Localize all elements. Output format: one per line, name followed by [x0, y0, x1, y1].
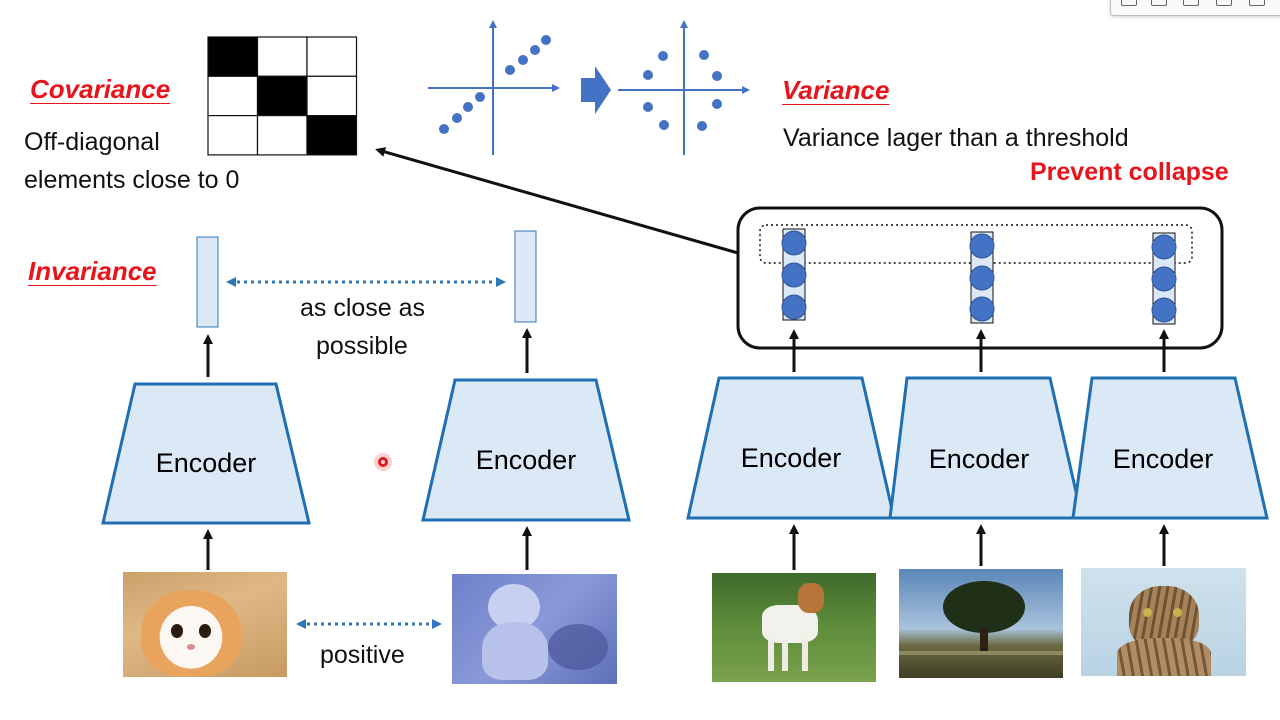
toolbar-icon-2[interactable]	[1151, 0, 1167, 6]
cat-orange-image	[123, 572, 287, 677]
scatter-decorrelated	[618, 20, 750, 155]
embedding-to-matrix-arrow	[375, 147, 739, 255]
encoder-middle: Encoder	[421, 378, 631, 522]
matrix-cell	[306, 75, 358, 117]
toolbar-icon-4[interactable]	[1216, 0, 1232, 6]
scatter-correlated	[428, 20, 560, 155]
variance-title: Variance	[782, 75, 890, 105]
close-label-1: as close as	[300, 294, 426, 322]
close-label-2: possible	[316, 332, 408, 360]
feature-dim-highlight	[759, 224, 1193, 264]
covariance-desc-2: elements close to 0	[24, 166, 240, 194]
scatter1-point	[439, 124, 449, 134]
embedding-column-3	[1151, 232, 1177, 325]
encoder-right-1: Encoder	[686, 376, 896, 520]
dog-image	[712, 573, 876, 682]
encoder-right1-label: Encoder	[741, 443, 842, 473]
embedding-batch-box	[736, 206, 1224, 350]
embedding-column-2	[969, 231, 995, 324]
toolbar-icon-5[interactable]	[1249, 0, 1265, 6]
matrix-cell	[256, 36, 308, 77]
encoder-left: Encoder	[101, 382, 311, 525]
scatter1-point	[475, 92, 485, 102]
scatter1-point	[452, 113, 462, 123]
encoder-right3-label: Encoder	[1113, 444, 1214, 474]
encoder-right-3: Encoder	[1071, 376, 1269, 520]
scatter2-point	[712, 99, 722, 109]
encoder-right2-label: Encoder	[929, 444, 1030, 474]
window-toolbar[interactable]	[1110, 0, 1280, 16]
matrix-cell	[207, 36, 259, 77]
scatter2-point	[658, 51, 668, 61]
scatter1-point	[541, 35, 551, 45]
transform-arrow-icon	[581, 66, 611, 114]
encoder-left-label: Encoder	[156, 448, 257, 478]
matrix-cell	[306, 114, 358, 156]
toolbar-icon-1[interactable]	[1121, 0, 1137, 6]
variance-desc: Variance lager than a threshold	[783, 124, 1129, 152]
embedding-vector-left	[196, 236, 219, 328]
scatter2-point	[712, 71, 722, 81]
encoder-middle-label: Encoder	[476, 445, 577, 475]
scatter2-point	[643, 70, 653, 80]
invariance-title: Invariance	[28, 256, 157, 286]
scatter1-point	[518, 55, 528, 65]
scatter1-point	[530, 45, 540, 55]
matrix-cell	[207, 114, 259, 156]
cat-blue-image	[452, 574, 617, 684]
scatter2-point	[659, 120, 669, 130]
matrix-cell	[256, 114, 308, 156]
embedding-vector-right	[514, 230, 537, 323]
scatter2-point	[699, 50, 709, 60]
prevent-collapse-label: Prevent collapse	[1030, 158, 1229, 186]
encoder-right-2: Encoder	[888, 376, 1084, 520]
scatter1-point	[505, 65, 515, 75]
tree-image	[899, 569, 1063, 678]
scatter2-point	[697, 121, 707, 131]
laser-pointer-icon	[374, 453, 392, 471]
positive-label: positive	[320, 641, 405, 669]
matrix-cell	[207, 75, 259, 117]
covariance-desc-1: Off-diagonal	[24, 128, 160, 156]
scatter2-point	[643, 102, 653, 112]
embedding-column-1	[781, 228, 807, 321]
matrix-cell	[306, 36, 358, 77]
tabby-cat-image	[1081, 568, 1246, 676]
scatter1-point	[463, 102, 473, 112]
toolbar-icon-3[interactable]	[1183, 0, 1199, 6]
matrix-cell	[256, 75, 308, 117]
covariance-title: Covariance	[30, 74, 171, 104]
covariance-matrix	[207, 36, 358, 156]
